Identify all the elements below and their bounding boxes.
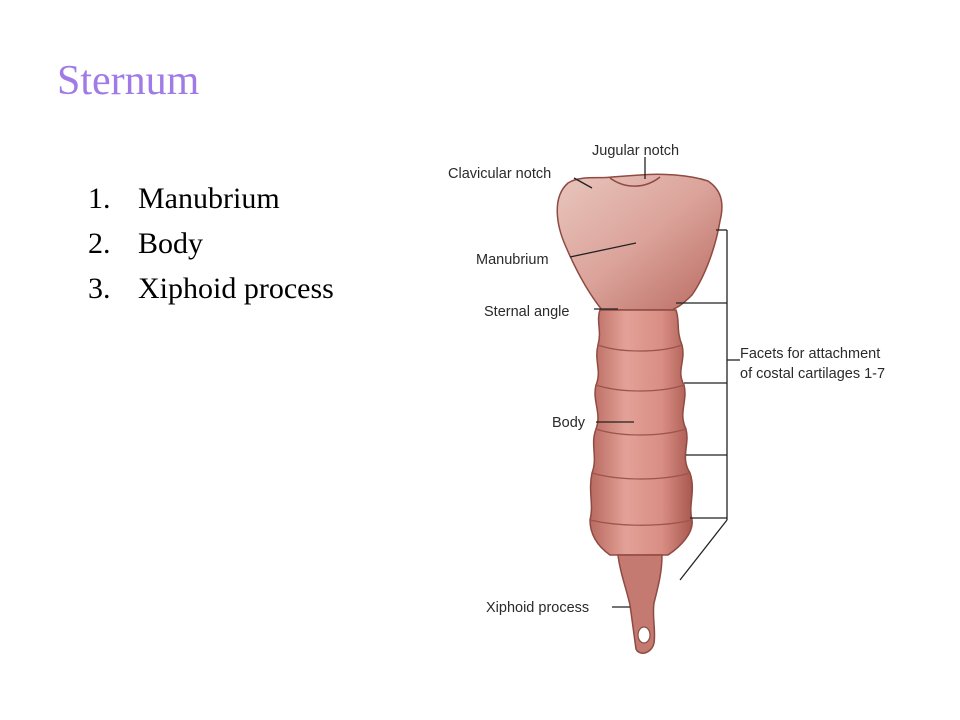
label-manubrium: Manubrium (476, 252, 549, 268)
list-item: 3. Xiphoid process (88, 266, 334, 311)
jugular-notch-shape (609, 176, 661, 187)
label-sternal-angle: Sternal angle (484, 304, 569, 320)
body-segment-line (595, 384, 685, 392)
manubrium-bone (556, 173, 723, 311)
label-body: Body (552, 415, 586, 431)
leader-lines (569, 157, 646, 608)
label-jugular-notch: Jugular notch (592, 143, 679, 159)
sternum-illustration: Jugular notch Clavicular notch Manubrium… (448, 143, 885, 654)
parts-list: 1. Manubrium 2. Body 3. Xiphoid process (88, 176, 334, 311)
list-item-label: Manubrium (138, 182, 280, 215)
label-clavicular-notch: Clavicular notch (448, 166, 551, 182)
list-item: 1. Manubrium (88, 176, 334, 221)
body-segment-line (595, 428, 687, 436)
facets-bracket (676, 229, 740, 581)
label-facets-line2: of costal cartilages 1-7 (740, 366, 885, 382)
list-item-number: 1. (88, 182, 111, 215)
list-item-number: 3. (88, 272, 111, 305)
xiphoid-foramen (637, 626, 651, 644)
list-item-label: Xiphoid process (138, 272, 334, 305)
slide-title: Sternum (57, 58, 200, 104)
list-item-label: Body (138, 227, 204, 260)
sternum-figure: Jugular notch Clavicular notch Manubrium… (440, 135, 930, 665)
body-segment-line (597, 344, 683, 352)
body-segment-line (589, 519, 693, 526)
label-xiphoid-process: Xiphoid process (486, 600, 589, 616)
list-item: 2. Body (88, 221, 334, 266)
label-facets-line1: Facets for attachment (740, 346, 880, 362)
body-segment-line (591, 472, 691, 480)
list-item-number: 2. (88, 227, 111, 260)
xiphoid-process-bone (617, 554, 663, 654)
